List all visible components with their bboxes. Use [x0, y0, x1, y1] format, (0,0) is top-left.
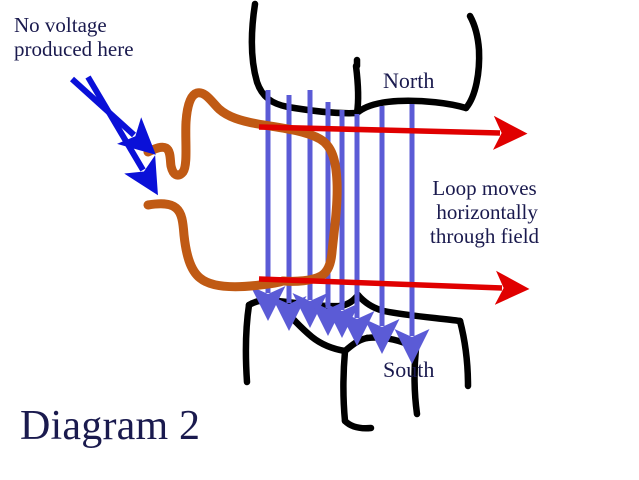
label-no-voltage-produced-here: No voltage produced here [14, 13, 134, 61]
wire-loop [143, 88, 342, 292]
label-loop-moves-horizontally-through-field: Loop moves horizontally through field [430, 176, 540, 248]
motion-arrow-bottom [258, 270, 530, 305]
page-title: Diagram 2 [20, 403, 201, 449]
motion-arrows [258, 115, 530, 305]
north-pole-magnet [248, 0, 483, 117]
annotation-arrows [69, 75, 158, 196]
magnetic-field-lines [250, 90, 430, 365]
label-north-pole: North [383, 68, 435, 93]
annotation-arrow-lower [85, 75, 158, 196]
motion-arrow-top [258, 115, 528, 150]
label-south-pole: South [383, 357, 435, 382]
